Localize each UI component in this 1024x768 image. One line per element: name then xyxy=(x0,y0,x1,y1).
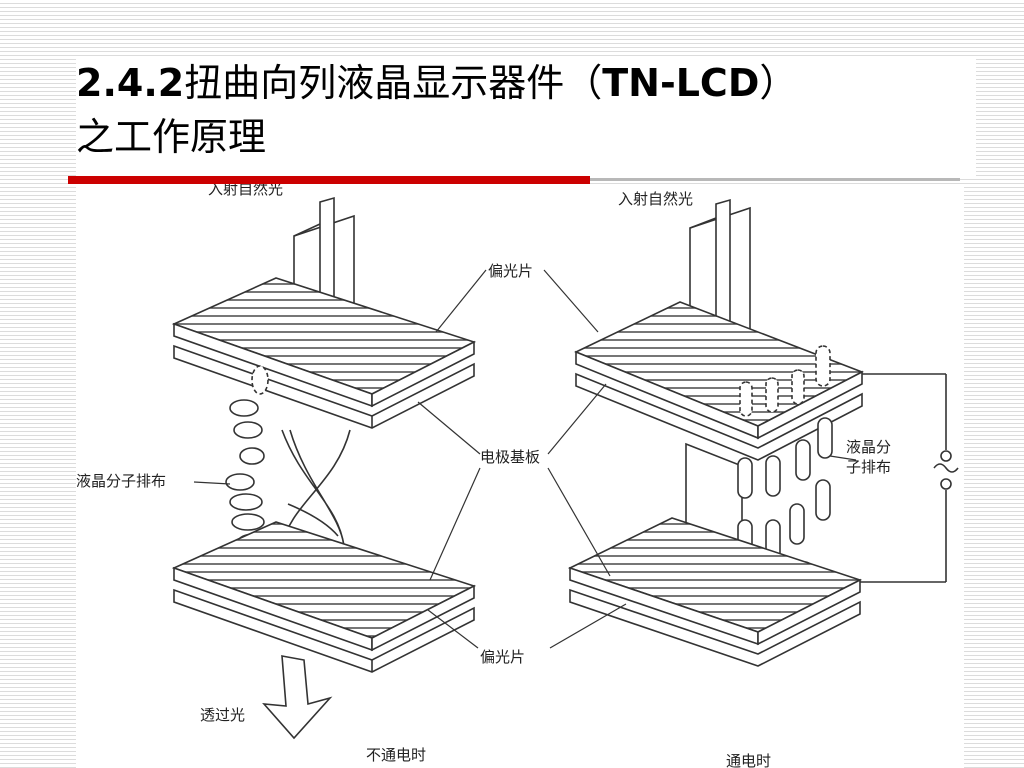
accent-bar xyxy=(68,176,590,184)
electrode-label: 电极基板 xyxy=(480,448,540,466)
left-incident-label: 入射自然光 xyxy=(208,184,283,198)
caption-on: 通电时 xyxy=(726,752,771,768)
diagram-svg: 入射自然光 入射自然光 偏光片 电极基板 偏光片 液晶分子排布 液晶分 子排布 … xyxy=(76,184,959,768)
title-area xyxy=(76,58,976,176)
title-text: 扭曲向列液晶显示器件（ xyxy=(184,61,603,105)
left-bottom-electrode xyxy=(171,521,477,652)
tn-lcd-diagram: 入射自然光 入射自然光 偏光片 电极基板 偏光片 液晶分子排布 液晶分 子排布 … xyxy=(76,184,964,768)
right-top-polarizer xyxy=(574,301,864,440)
polarizer-top-label: 偏光片 xyxy=(488,262,533,280)
caption-off: 不通电时 xyxy=(366,746,426,764)
lc-right-label-2: 子排布 xyxy=(846,458,891,476)
left-lc-molecules xyxy=(225,365,271,551)
lc-left-label: 液晶分子排布 xyxy=(76,472,166,490)
accent-rule xyxy=(590,178,960,181)
right-incident-label: 入射自然光 xyxy=(618,190,693,208)
right-bottom-electrode xyxy=(567,517,863,646)
title-close: ） xyxy=(759,61,798,105)
lc-right-label-1: 液晶分 xyxy=(846,438,891,456)
slide-title-line2: 之工作原理 xyxy=(76,115,267,159)
polarizer-bottom-label: 偏光片 xyxy=(480,648,525,666)
transmitted-label: 透过光 xyxy=(200,706,245,724)
left-top-electrode xyxy=(173,344,475,429)
slide-title: 2.4.2扭曲向列液晶显示器件（TN-LCD） xyxy=(76,60,797,106)
right-bottom-polarizer xyxy=(569,588,861,667)
transmitted-light-arrow xyxy=(262,655,333,740)
title-abbr: TN-LCD xyxy=(602,61,760,105)
left-bottom-polarizer xyxy=(173,588,475,673)
leader-lines xyxy=(193,269,857,649)
right-top-electrode xyxy=(575,372,863,461)
title-number: 2.4.2 xyxy=(76,61,185,105)
left-top-polarizer xyxy=(171,277,477,408)
voltage-circuit xyxy=(860,373,959,583)
